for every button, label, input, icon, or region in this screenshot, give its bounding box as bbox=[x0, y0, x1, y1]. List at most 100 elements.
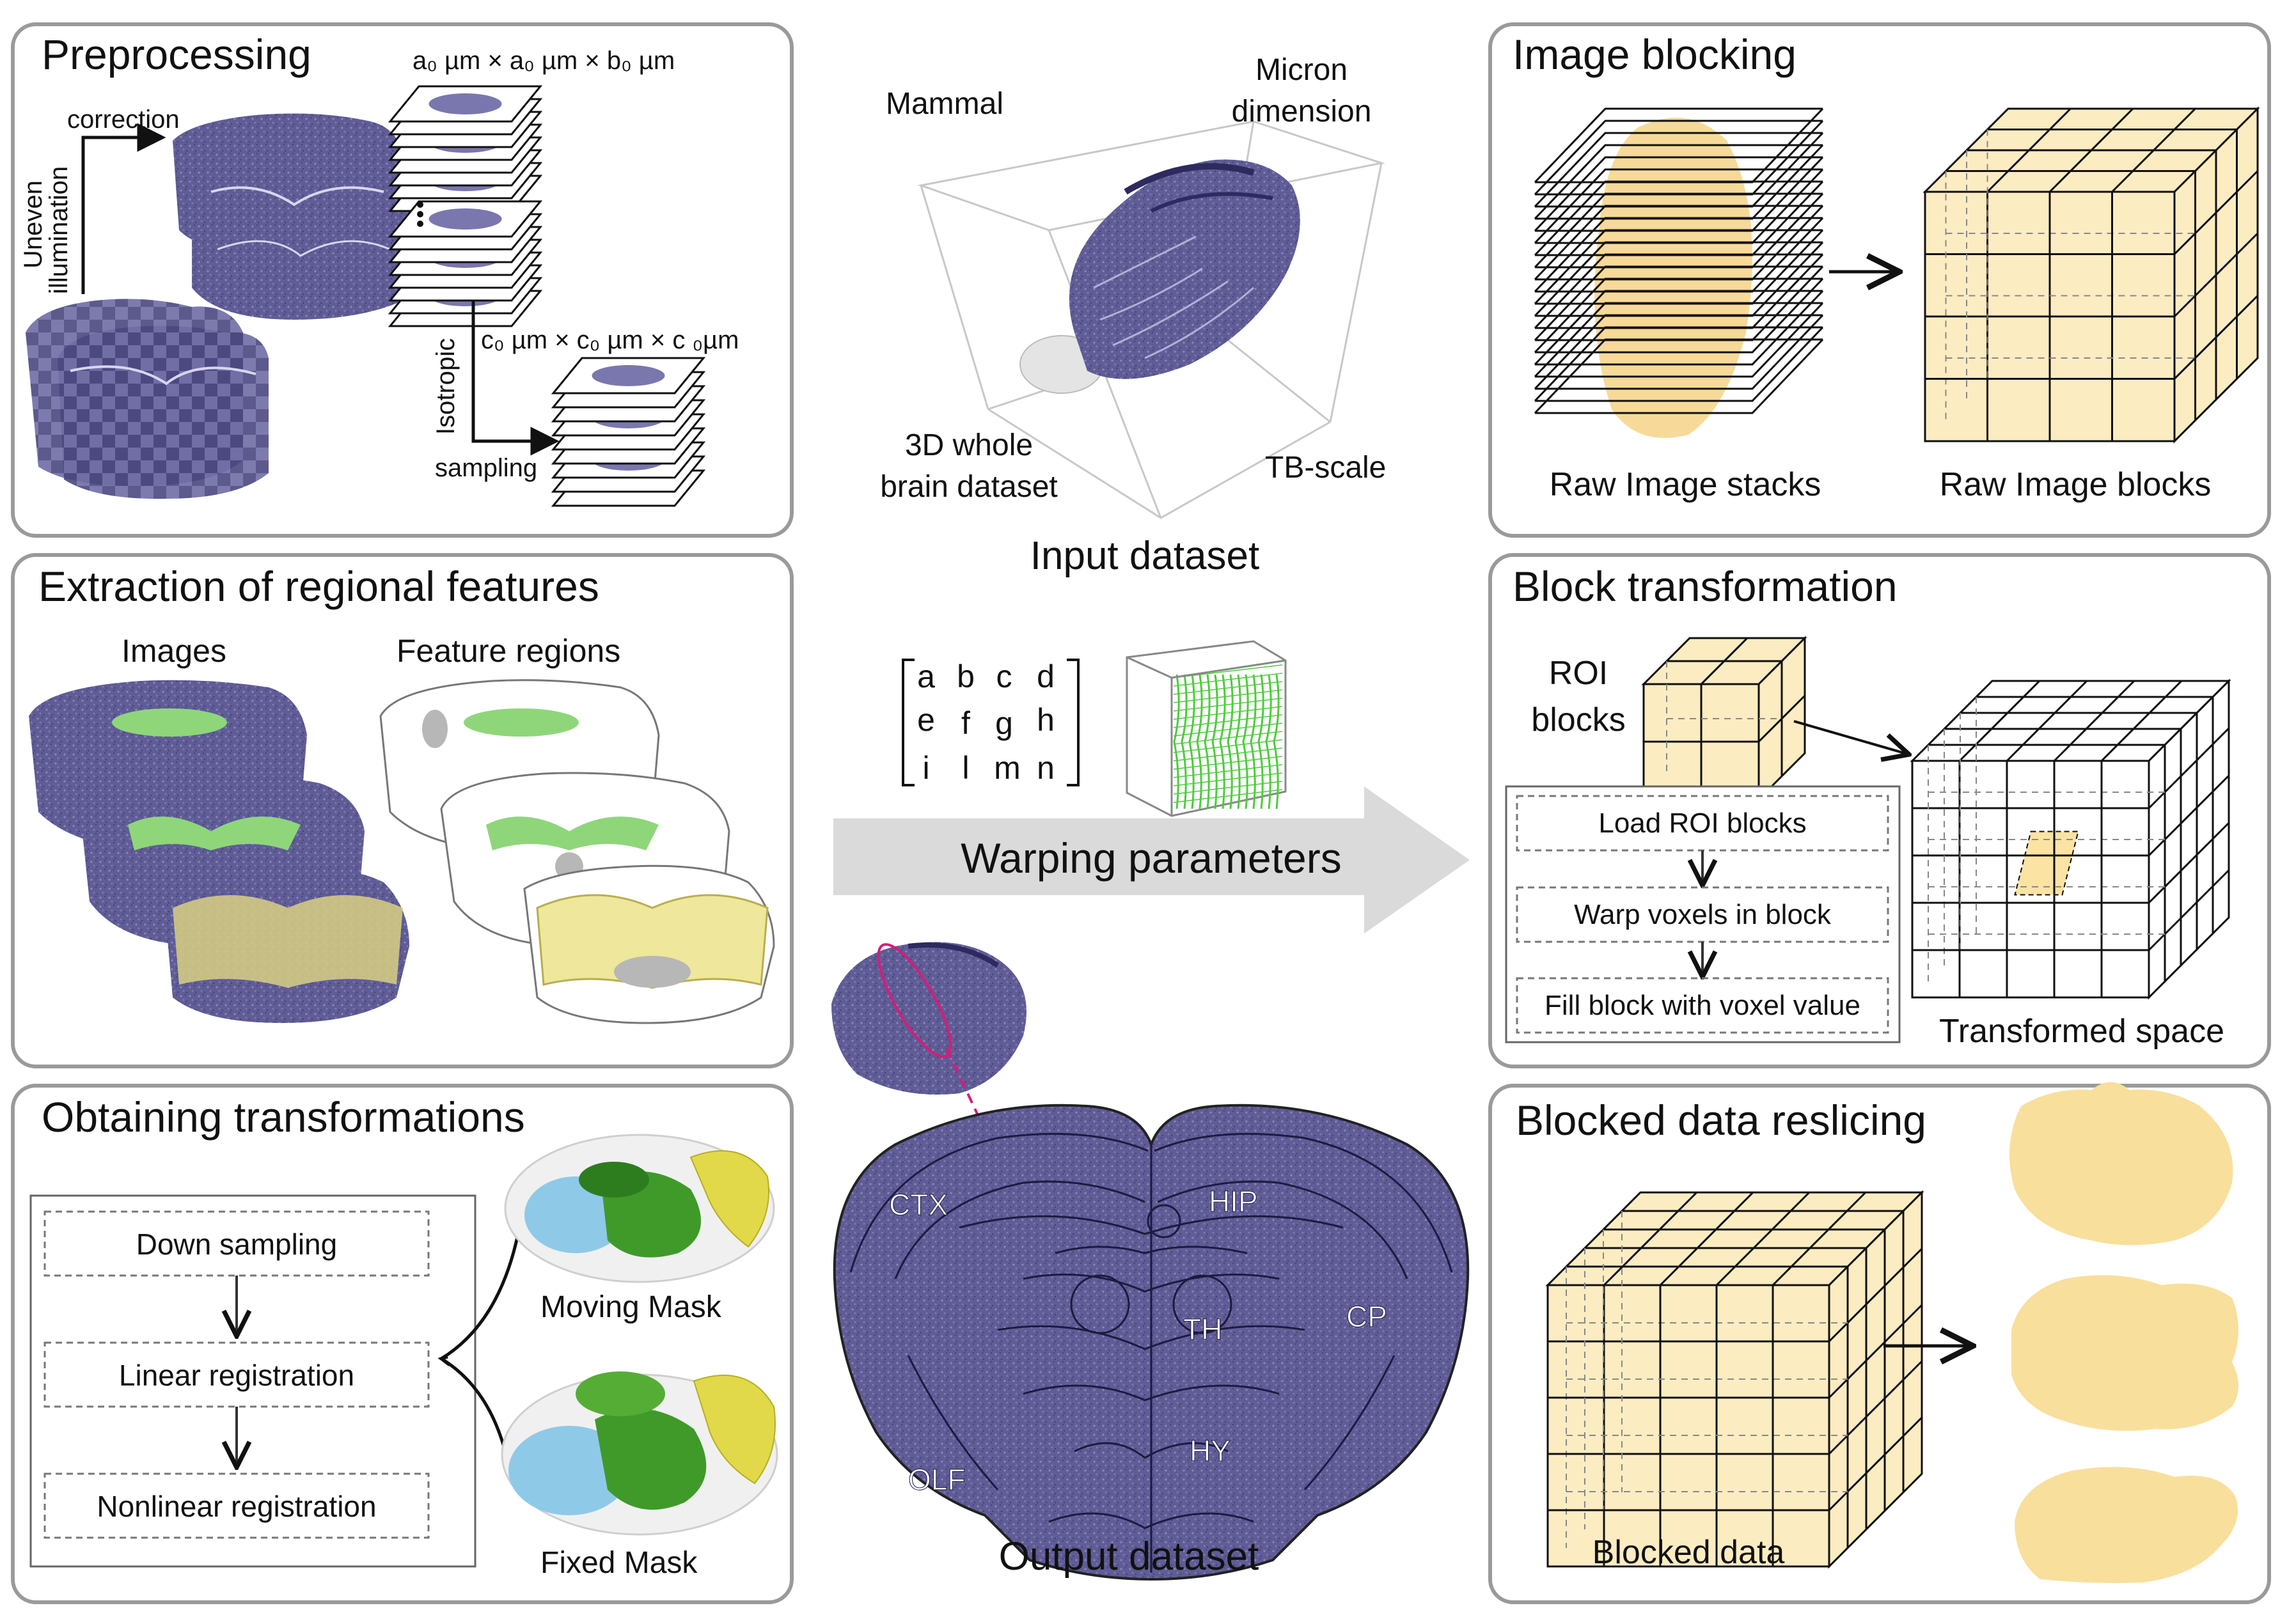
reslicing-title: Blocked data reslicing bbox=[1516, 1097, 1926, 1144]
svg-text:n: n bbox=[1037, 750, 1055, 786]
step-warp-voxels: Warp voxels in block bbox=[1574, 899, 1832, 930]
block-step-box-3 bbox=[1516, 977, 1889, 1034]
output-dataset-caption: Output dataset bbox=[999, 1534, 1259, 1579]
horizontal-slice bbox=[2011, 1275, 2238, 1431]
svg-text:l: l bbox=[962, 750, 969, 786]
parameter-matrix: a b c d e f g h i l m n bbox=[917, 659, 1055, 786]
region-ctx: CTX bbox=[889, 1188, 948, 1221]
blocked-data-cube bbox=[1545, 1190, 1924, 1569]
panel-frames bbox=[11, 22, 2271, 1604]
fixed-mask-label: Fixed Mask bbox=[540, 1546, 698, 1580]
images-label: Images bbox=[122, 633, 226, 669]
region-th: TH bbox=[1183, 1313, 1222, 1346]
svg-text:i: i bbox=[922, 750, 929, 786]
image-slices bbox=[29, 680, 409, 1023]
input-panel: Mammal Micron dimension 3D whole brain d… bbox=[880, 53, 1386, 578]
uneven-label-1: Uneven bbox=[19, 180, 47, 269]
matrix-bracket-left bbox=[902, 659, 915, 786]
correction-arrow bbox=[81, 123, 166, 294]
panel-reslicing bbox=[1488, 1084, 2271, 1604]
step-load-roi: Load ROI blocks bbox=[1598, 808, 1806, 839]
extraction-title: Extraction of regional features bbox=[38, 563, 599, 610]
feature-slices bbox=[379, 679, 775, 1024]
raw-image-blocks-label: Raw Image blocks bbox=[1940, 466, 2212, 503]
raw-image-stacks bbox=[1534, 107, 1824, 438]
region-olf: OLF bbox=[908, 1463, 965, 1496]
panel-obtaining bbox=[11, 1084, 794, 1604]
preprocessing-panel: Preprocessing correction Uneven illumina… bbox=[19, 31, 739, 507]
registration-steps: Down sampling Linear registration Nonlin… bbox=[43, 1210, 430, 1539]
svg-text:g: g bbox=[995, 705, 1013, 741]
feature-regions-label: Feature regions bbox=[397, 633, 620, 669]
step-fill-block: Fill block with voxel value bbox=[1545, 990, 1860, 1021]
warping-label: Warping parameters bbox=[961, 834, 1341, 882]
image-blocking-panel: Image blocking Raw Image stacks Raw Imag… bbox=[1513, 31, 2260, 503]
obtaining-title: Obtaining transformations bbox=[42, 1093, 525, 1141]
whole-brain-label-2: brain dataset bbox=[880, 470, 1058, 504]
step-nonlinear: Nonlinear registration bbox=[97, 1490, 376, 1523]
brain-volume bbox=[1019, 159, 1300, 394]
warping-section: a b c d e f g h i l m n Warping paramete… bbox=[833, 640, 1470, 933]
coronal-slice bbox=[2009, 1082, 2233, 1245]
mammal-label: Mammal bbox=[886, 87, 1003, 121]
panel-block-transformation bbox=[1488, 553, 2271, 1068]
reslicing-panel: Blocked data reslicing Blocked data bbox=[1516, 1082, 2238, 1583]
whole-brain-label-1: 3D whole bbox=[905, 428, 1033, 462]
output-panel: CTX HIP TH CP OLF HY Output dataset bbox=[831, 942, 1470, 1581]
svg-text:b: b bbox=[957, 659, 975, 694]
uneven-slices bbox=[26, 299, 269, 499]
transformed-space-label: Transformed space bbox=[1939, 1013, 2224, 1050]
sagittal-slice bbox=[2015, 1467, 2238, 1583]
roi-blocks-cube bbox=[1641, 636, 1807, 802]
transformed-space-cube bbox=[1910, 678, 2231, 1000]
step-down-sampling: Down sampling bbox=[136, 1228, 337, 1261]
raw-image-blocks bbox=[1922, 106, 2260, 444]
step-box-1 bbox=[43, 1210, 430, 1277]
isotropic-label: Isotropic bbox=[432, 338, 460, 435]
dims-bottom-label: c₀ µm × c₀ µm × c ₀µm bbox=[481, 326, 739, 354]
warping-arrow bbox=[833, 786, 1470, 933]
image-blocking-title: Image blocking bbox=[1513, 31, 1796, 78]
panel-image-blocking bbox=[1488, 22, 2271, 538]
panel-extraction bbox=[11, 553, 794, 1068]
resliced-sections bbox=[2009, 1082, 2238, 1583]
panel-preprocessing bbox=[11, 22, 794, 538]
micron-label-1: Micron bbox=[1255, 53, 1348, 87]
svg-text:h: h bbox=[1037, 702, 1055, 738]
region-labels: CTX HIP TH CP OLF HY bbox=[889, 1185, 1388, 1497]
corrected-slices bbox=[173, 113, 416, 320]
svg-text:c: c bbox=[996, 659, 1012, 694]
micron-label-2: dimension bbox=[1232, 95, 1372, 129]
raw-stack bbox=[388, 85, 543, 327]
block-transformation-title: Block transformation bbox=[1513, 563, 1898, 610]
raw-image-stacks-label: Raw Image stacks bbox=[1550, 466, 1821, 503]
preprocessing-title: Preprocessing bbox=[42, 31, 311, 78]
dims-top-label: a₀ µm × a₀ µm × b₀ µm bbox=[413, 47, 675, 75]
roi-arrow bbox=[1793, 720, 1909, 754]
deformation-grid bbox=[1126, 640, 1287, 817]
extraction-panel: Extraction of regional features Images F… bbox=[29, 563, 775, 1024]
block-steps-frame bbox=[1505, 785, 1901, 1043]
block-transformation-panel: Block transformation ROI blocks Load ROI… bbox=[1505, 563, 2231, 1050]
blocked-data-label: Blocked data bbox=[1592, 1534, 1785, 1571]
moving-mask bbox=[504, 1134, 775, 1283]
fixed-mask bbox=[501, 1371, 778, 1536]
svg-text:e: e bbox=[917, 702, 935, 738]
region-hip: HIP bbox=[1209, 1185, 1258, 1218]
block-steps: Load ROI blocks Warp voxels in block Fil… bbox=[1516, 795, 1889, 1034]
tb-scale-label: TB-scale bbox=[1265, 451, 1386, 485]
correction-label: correction bbox=[67, 105, 180, 134]
moving-mask-label: Moving Mask bbox=[540, 1290, 722, 1324]
roi-label-2: blocks bbox=[1531, 701, 1625, 738]
step-box-2 bbox=[43, 1341, 430, 1408]
input-dataset-caption: Input dataset bbox=[1030, 534, 1260, 578]
region-cp: CP bbox=[1346, 1300, 1387, 1333]
roi-slab bbox=[831, 942, 1026, 1095]
svg-text:d: d bbox=[1037, 659, 1055, 694]
sampling-label: sampling bbox=[435, 454, 537, 482]
uneven-label-2: illumination bbox=[45, 166, 73, 294]
step-box-3 bbox=[43, 1472, 430, 1539]
step-linear: Linear registration bbox=[119, 1359, 354, 1392]
svg-text:a: a bbox=[917, 659, 935, 694]
